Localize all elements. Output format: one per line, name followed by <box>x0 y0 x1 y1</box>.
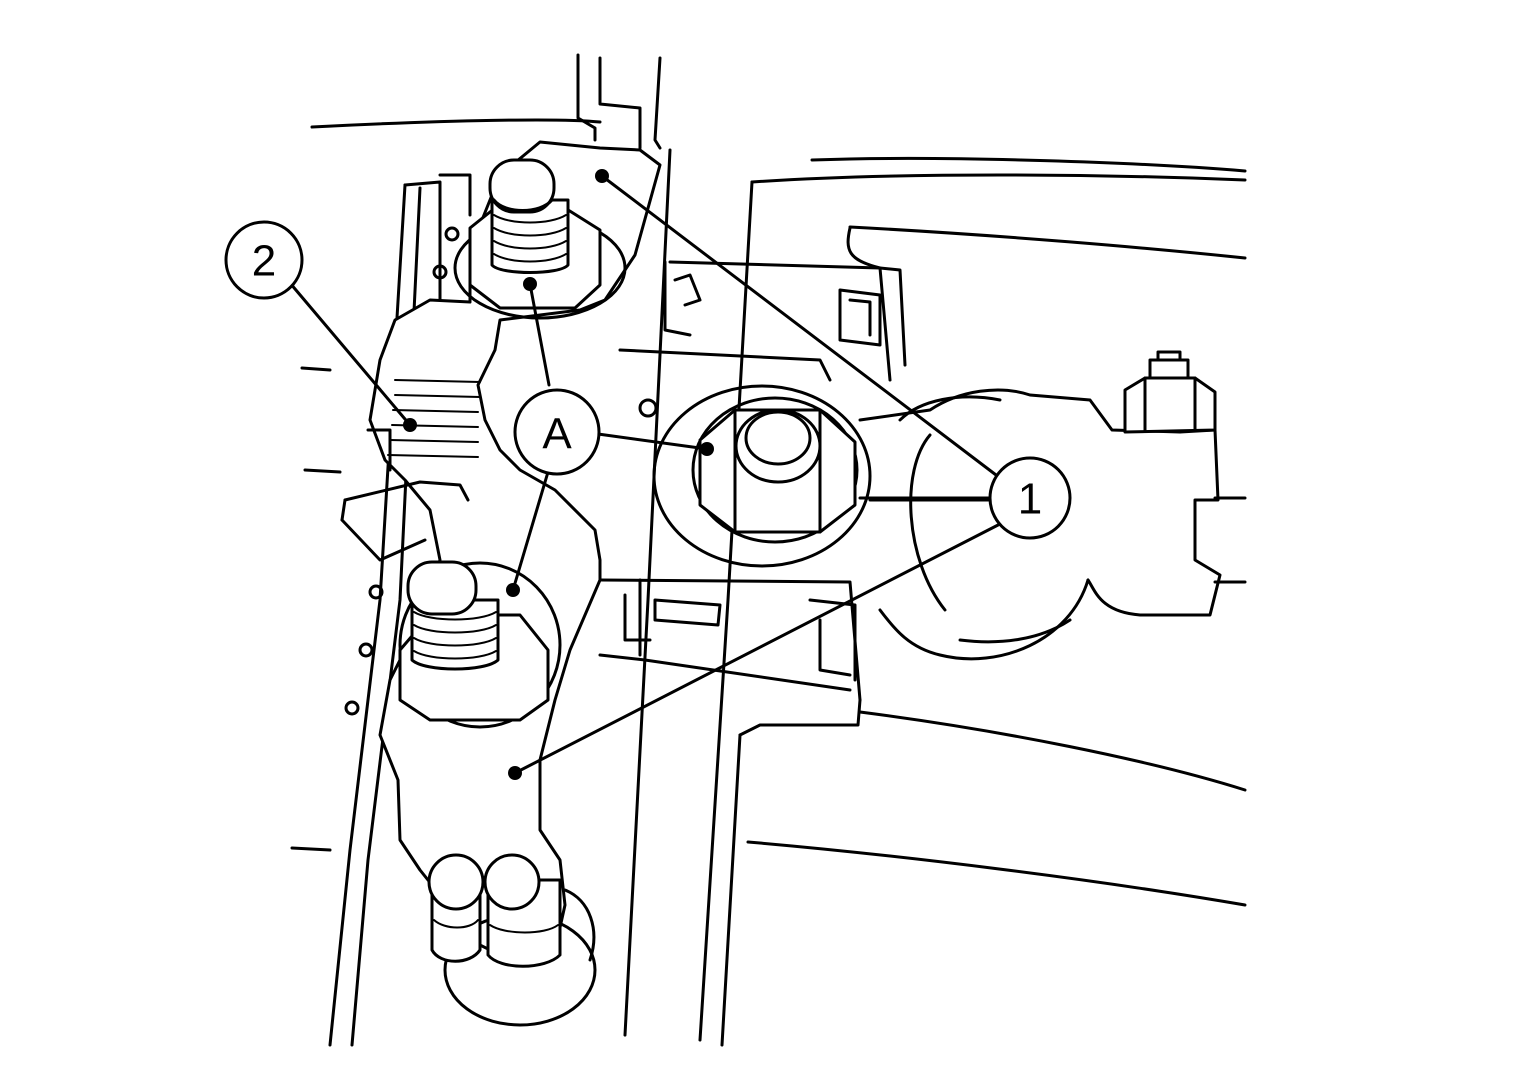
callout-circle <box>513 388 601 476</box>
callout-label-part-2: 2 <box>252 237 276 286</box>
callout-label-point-a: A <box>542 410 572 459</box>
leader-a-top-bolt <box>528 282 551 387</box>
dot-part-2 <box>403 418 417 432</box>
dot-part-1-top <box>595 169 609 183</box>
dot-a-center-nut <box>700 442 714 456</box>
lower-stud-bolt <box>398 560 562 729</box>
dot-a-top-bolt <box>523 277 537 291</box>
leader-lines <box>288 174 1002 775</box>
callout-part-1: 1 <box>988 456 1072 540</box>
callout-part-2: 2 <box>224 220 304 300</box>
terminal-plate <box>368 140 662 962</box>
leader-part-2 <box>288 281 412 427</box>
leader-dots <box>403 169 714 780</box>
leader-part-1-top <box>600 174 1002 480</box>
vertical-rails <box>623 148 754 1047</box>
callout-point-a: A <box>513 388 601 476</box>
leader-a-center-nut <box>596 432 709 451</box>
leader-part-1-bottom <box>513 522 1002 775</box>
callout-circle <box>224 220 304 300</box>
center-nut <box>652 384 872 568</box>
terminal-block <box>598 226 907 737</box>
dot-part-1-bottom <box>508 766 522 780</box>
right-terminal-clamp <box>858 350 1222 661</box>
dot-a-lower-bolt <box>506 583 520 597</box>
battery-body-lines <box>290 118 1247 907</box>
callout-label-part-1: 1 <box>1018 475 1042 524</box>
leader-a-lower-bolt <box>511 470 550 592</box>
callout-circle <box>988 456 1072 540</box>
bottom-cables <box>427 853 597 1027</box>
top-cable-housing <box>576 53 662 150</box>
top-stud-bolt <box>453 158 627 320</box>
